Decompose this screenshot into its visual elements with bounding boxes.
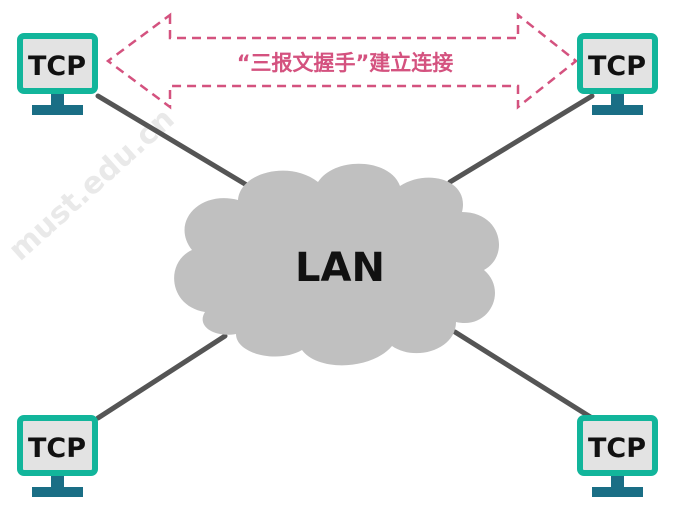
host-screen: [17, 415, 98, 476]
host-top-right: TCP: [577, 33, 658, 115]
host-stand-neck: [611, 476, 624, 488]
host-stand-base: [592, 105, 643, 115]
host-stand-neck: [611, 94, 624, 106]
lan-cloud: LAN: [174, 163, 500, 366]
host-stand-base: [32, 105, 83, 115]
host-bottom-right: TCP: [577, 415, 658, 497]
host-bottom-left: TCP: [17, 415, 98, 497]
handshake-label: “三报文握手”建立连接: [237, 51, 454, 75]
link-bottom-left: [95, 333, 228, 421]
lan-label: LAN: [295, 245, 385, 291]
host-screen: [577, 415, 658, 476]
network-links: [95, 93, 595, 421]
host-stand-base: [32, 487, 83, 497]
link-top-left: [95, 93, 258, 193]
watermark-text: must.edu.cn: [2, 101, 181, 267]
host-screen: [577, 33, 658, 94]
host-label: TCP: [28, 433, 86, 464]
handshake-arrow-outline: [105, 12, 579, 110]
host-screen: [17, 33, 98, 94]
host-label: TCP: [588, 51, 646, 82]
handshake-arrow: “三报文握手”建立连接: [105, 12, 579, 110]
host-label: TCP: [28, 51, 86, 82]
host-stand-neck: [51, 476, 64, 488]
link-bottom-right: [452, 329, 595, 421]
host-top-left: TCP: [17, 33, 98, 115]
lan-cloud-shape: [174, 163, 500, 366]
host-label: TCP: [588, 433, 646, 464]
host-stand-neck: [51, 94, 64, 106]
link-top-right: [447, 93, 595, 185]
host-stand-base: [592, 487, 643, 497]
